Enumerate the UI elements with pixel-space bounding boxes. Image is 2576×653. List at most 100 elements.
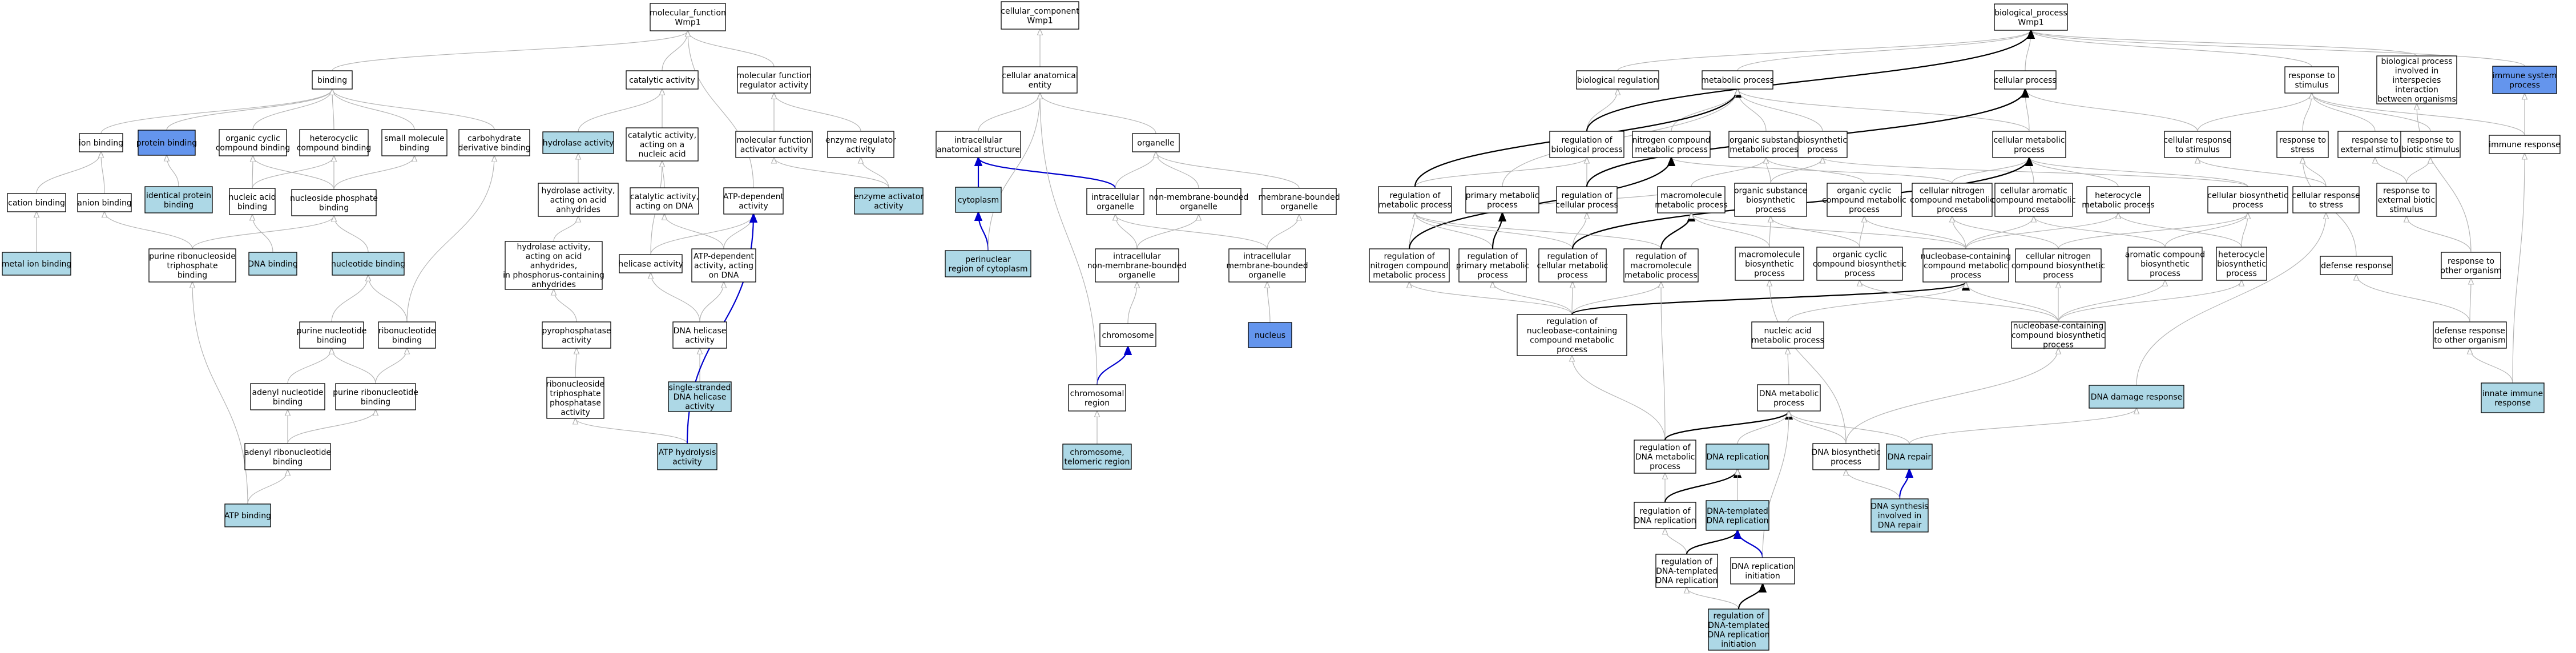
go-term-protbind[interactable]: protein binding: [136, 130, 197, 156]
go-term-atpbind[interactable]: ATP binding: [224, 503, 271, 527]
go-term-cation[interactable]: cation binding: [7, 193, 66, 212]
go-term-immresp[interactable]: immune response: [2489, 135, 2561, 154]
go-term-metproc[interactable]: metabolic process: [1701, 70, 1774, 90]
go-term-helicase[interactable]: helicase activity: [618, 254, 683, 273]
go-term-chromosome[interactable]: chromosome: [1099, 323, 1156, 347]
go-term-catalytic[interactable]: catalytic activity: [626, 70, 699, 90]
go-term-dnadamage[interactable]: DNA damage response: [2089, 385, 2184, 409]
go-term-defense[interactable]: defense response: [2320, 256, 2393, 275]
go-term-dnabind[interactable]: DNA binding: [248, 252, 298, 276]
go-term-nucbind[interactable]: nucleotide binding: [331, 252, 405, 276]
go-term-catdna[interactable]: catalytic activity,acting on DNA: [630, 187, 699, 215]
go-term-binding[interactable]: binding: [312, 70, 353, 90]
go-term-ionbind[interactable]: ion binding: [79, 133, 123, 152]
go-term-telomeric[interactable]: chromosome,telomeric region: [1062, 444, 1132, 470]
go-term-nucleus[interactable]: nucleus: [1248, 322, 1292, 348]
go-term-bioreg[interactable]: biological regulation: [1576, 70, 1659, 90]
go-term-anion[interactable]: anion binding: [77, 193, 132, 212]
go-term-hydrolase[interactable]: hydrolase activity: [542, 131, 614, 154]
go-term-cytoplasm[interactable]: cytoplasm: [955, 187, 1002, 213]
go-term-dnarep[interactable]: DNA replication: [1706, 444, 1769, 470]
